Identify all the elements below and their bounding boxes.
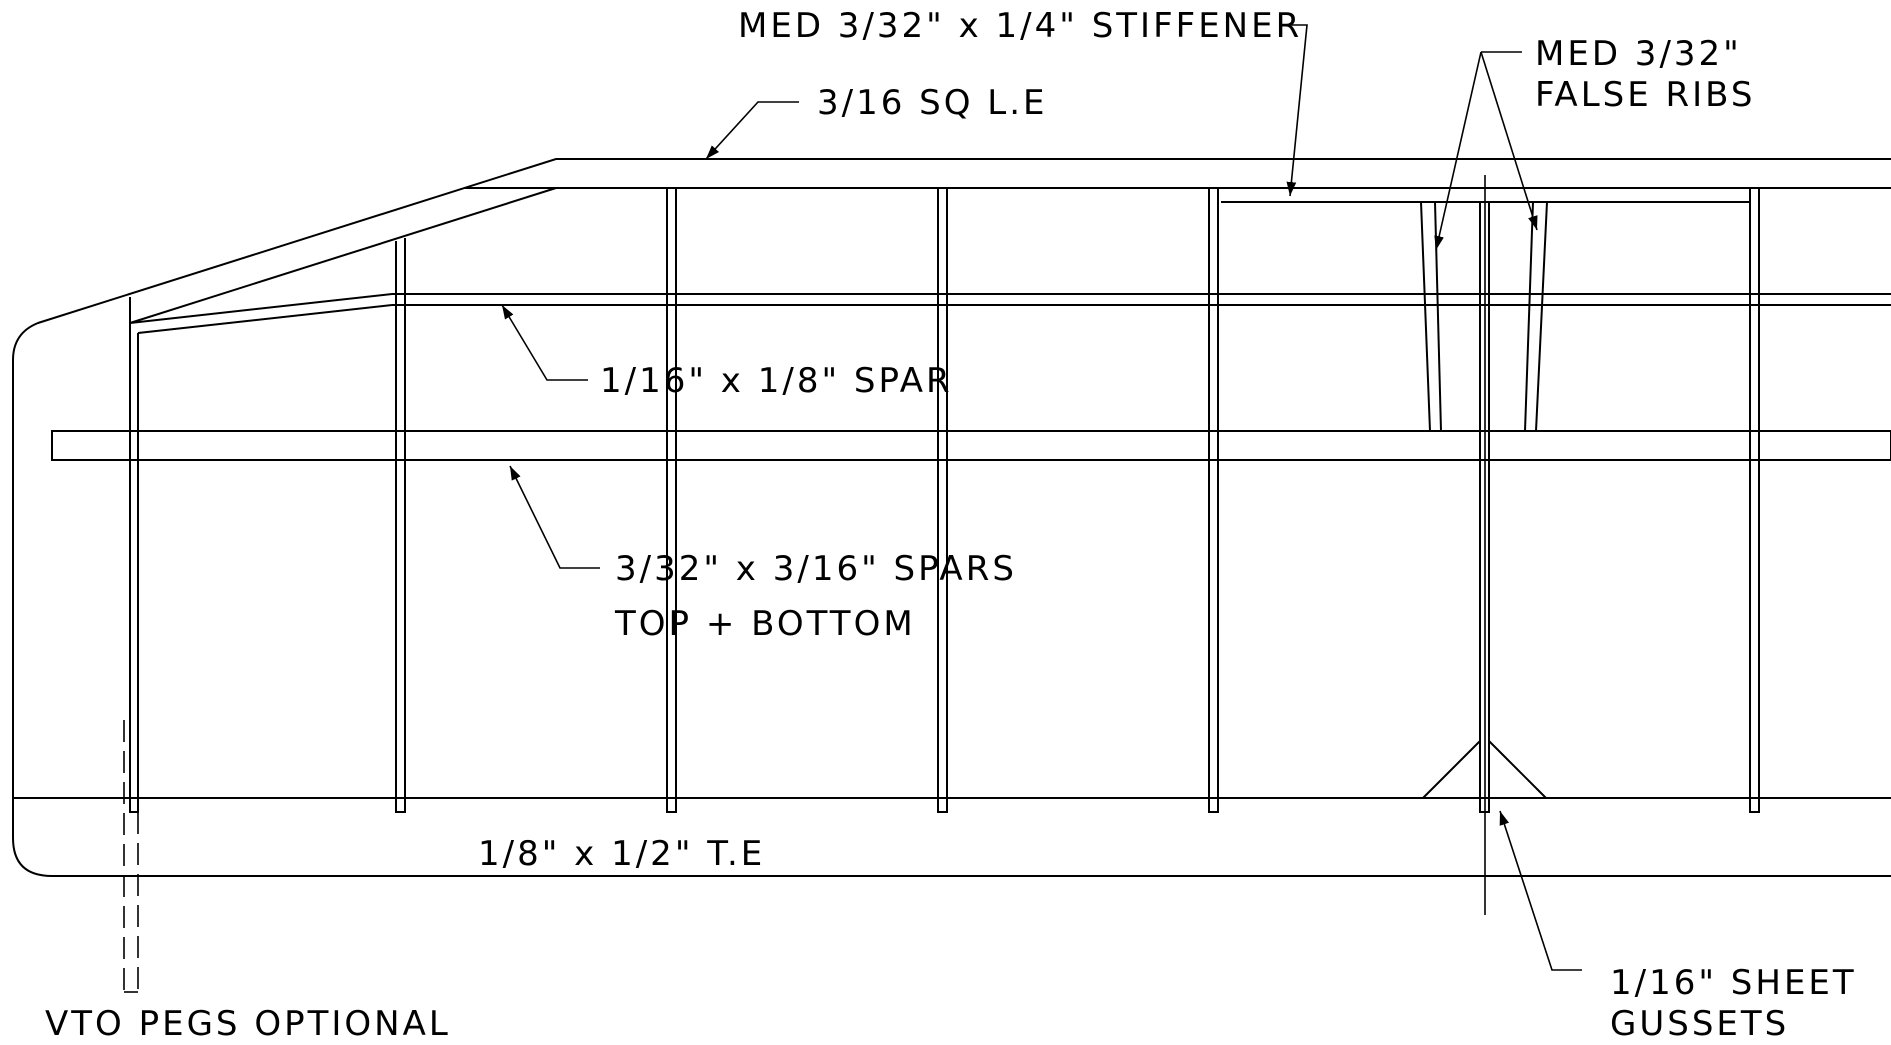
main-spar [51, 430, 1891, 461]
main-spars-label-line1: 3/32" x 3/16" SPARS [615, 549, 1017, 589]
small-spar [129, 293, 1891, 334]
gussets-label-line2: GUSSETS [1610, 1004, 1789, 1044]
gussets-label-line1: 1/16" SHEET [1610, 963, 1857, 1003]
main-spars-label-line2: TOP + BOTTOM [614, 604, 916, 644]
stiffener-label: MED 3/32" x 1/4" STIFFENER [738, 6, 1302, 46]
trailing-edge-label: 1/8" x 1/2" T.E [478, 834, 765, 874]
small-spar-label: 1/16" x 1/8" SPAR [600, 361, 953, 401]
gussets [1422, 740, 1547, 799]
vto-pegs-label: VTO PEGS OPTIONAL [45, 1004, 451, 1044]
false-ribs-label-line2: FALSE RIBS [1535, 75, 1755, 115]
ribs [129, 188, 1760, 813]
leading-edge-label: 3/16 SQ L.E [817, 83, 1048, 123]
false-ribs [1420, 201, 1548, 432]
wing-outline [12, 158, 1891, 877]
vto-pegs [123, 720, 139, 993]
false-ribs-label-line1: MED 3/32" [1535, 34, 1742, 74]
leaders [501, 24, 1582, 971]
